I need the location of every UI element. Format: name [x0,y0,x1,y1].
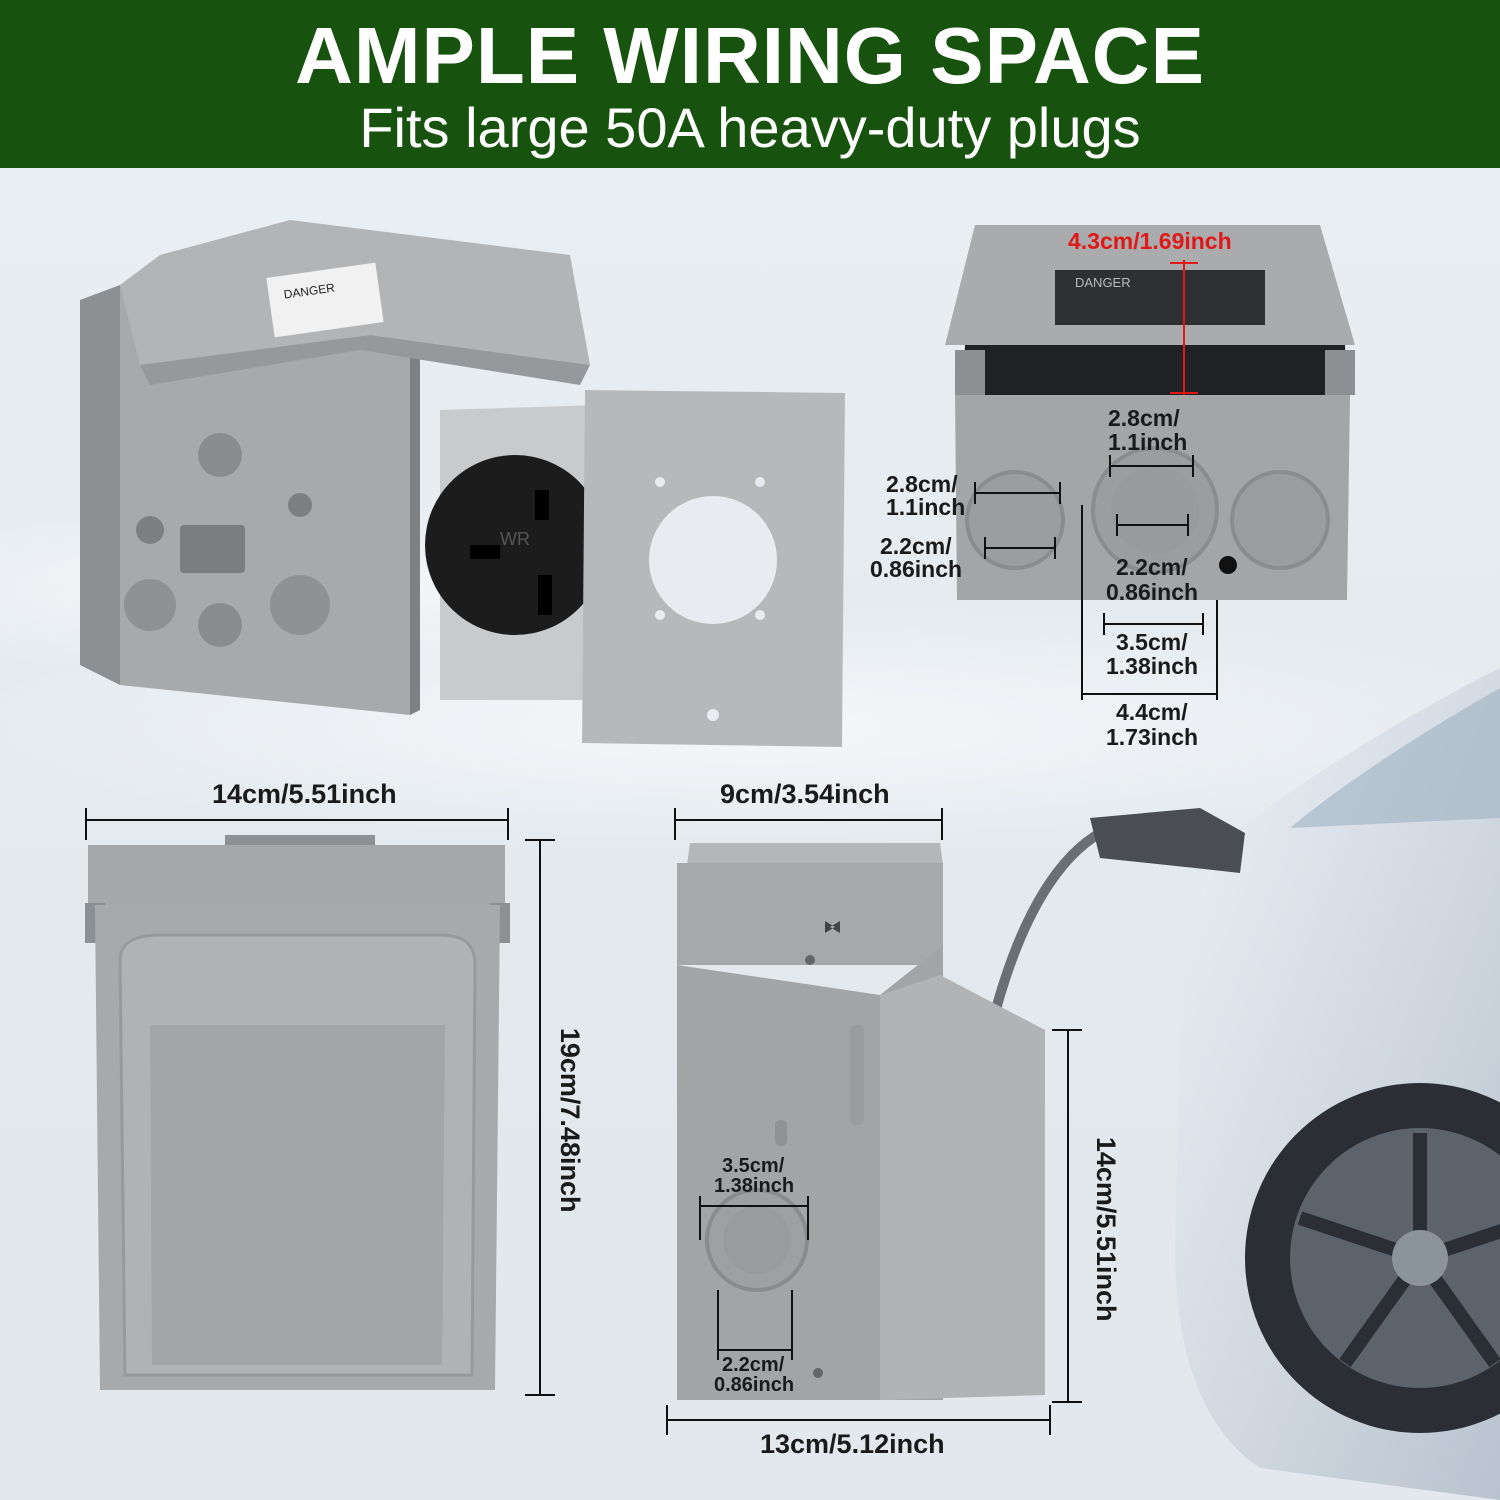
dim-left-11: 1.1inch [886,494,966,520]
dim-center-22: 2.2cm/ [1116,554,1188,580]
side-view-photo [677,843,1045,1400]
page-title: AMPLE WIRING SPACE [295,11,1205,100]
danger-label-2: DANGER [1075,275,1131,290]
page-subtitle: Fits large 50A heavy-duty plugs [359,96,1141,159]
dim-side-138: 1.38inch [714,1175,795,1197]
receptacle-mark: WR [500,529,530,549]
front-view-photo [85,835,510,1390]
open-box-photo: DANGER WR [80,220,845,747]
dim-side-bottom: 13cm/5.12inch [760,1429,945,1459]
danger-sticker [266,262,384,338]
dim-side-width: 9cm/3.54inch [720,779,890,809]
dim-side-height: 14cm/5.51inch [1091,1136,1122,1322]
dim-front-height: 19cm/7.48inch [555,1027,586,1213]
dim-center-086: 0.86inch [1106,579,1199,605]
dim-side-35: 3.5cm/ [722,1155,785,1177]
dim-side-086: 0.86inch [714,1374,795,1396]
dim-top-depth: 4.3cm/1.69inch [1068,228,1232,254]
dim-side-22: 2.2cm/ [722,1354,785,1376]
dim-center-173: 1.73inch [1106,724,1199,750]
dim-center-35: 3.5cm/ [1116,629,1188,655]
dim-center-44: 4.4cm/ [1116,699,1188,725]
dim-left-22: 2.2cm/ [880,533,952,559]
dim-top-inner-11: 1.1inch [1108,429,1188,455]
dim-center-138: 1.38inch [1106,653,1199,679]
dim-top-inner-28: 2.8cm/ [1108,405,1180,431]
dim-left-086: 0.86inch [870,556,963,582]
dim-front-width: 14cm/5.51inch [212,779,397,809]
car-illustration [1175,668,1500,1500]
header-banner: AMPLE WIRING SPACE Fits large 50A heavy-… [0,0,1500,168]
dim-left-28: 2.8cm/ [886,471,958,497]
